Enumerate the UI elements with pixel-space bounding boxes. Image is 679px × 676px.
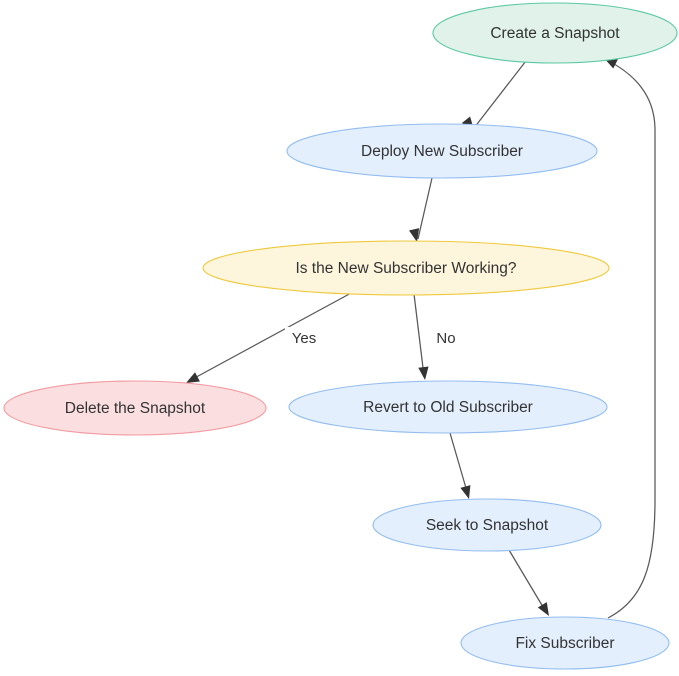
edge-line bbox=[417, 177, 433, 240]
flow-node-seek-to-snapshot[interactable]: Seek to Snapshot bbox=[372, 498, 602, 552]
edge-label-yes: Yes bbox=[292, 330, 316, 347]
edge-line bbox=[449, 432, 469, 496]
node-label-deploy-new-subscriber: Deploy New Subscriber bbox=[361, 143, 523, 160]
node-label-is-working: Is the New Subscriber Working? bbox=[295, 260, 516, 277]
node-shape-ellipse[interactable] bbox=[372, 498, 602, 552]
arrowhead-icon bbox=[186, 372, 200, 383]
edge-label-backdrop bbox=[427, 327, 465, 349]
node-shape-ellipse[interactable] bbox=[202, 240, 610, 296]
edges-layer bbox=[186, 56, 656, 619]
node-shape-ellipse[interactable] bbox=[432, 2, 678, 64]
edge-line bbox=[473, 56, 530, 129]
arrowhead-icon bbox=[537, 602, 549, 616]
flow-edge-is-working-to-revert-old-subscriber bbox=[413, 293, 429, 380]
node-label-delete-snapshot: Delete the Snapshot bbox=[65, 400, 206, 417]
node-shape-ellipse[interactable] bbox=[288, 380, 608, 434]
node-label-fix-subscriber: Fix Subscriber bbox=[515, 635, 614, 652]
flow-node-revert-old-subscriber[interactable]: Revert to Old Subscriber bbox=[288, 380, 608, 434]
flow-edge-revert-old-subscriber-to-seek-to-snapshot bbox=[449, 432, 471, 499]
node-shape-ellipse[interactable] bbox=[286, 123, 598, 179]
flow-edge-create-snapshot-to-deploy-new-subscriber bbox=[461, 56, 530, 130]
flow-edge-fix-subscriber-to-create-snapshot bbox=[604, 58, 656, 619]
edge-line bbox=[508, 549, 547, 613]
flow-edge-deploy-new-subscriber-to-is-working bbox=[409, 177, 433, 242]
flow-node-fix-subscriber[interactable]: Fix Subscriber bbox=[460, 616, 670, 670]
edge-line bbox=[188, 291, 354, 382]
node-shape-ellipse[interactable] bbox=[460, 616, 670, 670]
arrowhead-icon bbox=[409, 228, 420, 242]
node-label-create-snapshot: Create a Snapshot bbox=[490, 25, 620, 42]
flow-node-is-working[interactable]: Is the New Subscriber Working? bbox=[202, 240, 610, 296]
flow-node-create-snapshot[interactable]: Create a Snapshot bbox=[432, 2, 678, 64]
edge-label-backdrop bbox=[285, 327, 323, 349]
node-label-seek-to-snapshot: Seek to Snapshot bbox=[426, 517, 549, 534]
node-shape-ellipse[interactable] bbox=[3, 380, 267, 436]
flow-node-delete-snapshot[interactable]: Delete the Snapshot bbox=[3, 380, 267, 436]
flow-edge-seek-to-snapshot-to-fix-subscriber bbox=[508, 549, 549, 616]
flow-node-deploy-new-subscriber[interactable]: Deploy New Subscriber bbox=[286, 123, 598, 179]
edge-line bbox=[606, 59, 656, 619]
edge-label-no: No bbox=[436, 330, 455, 347]
flow-edge-is-working-to-delete-snapshot bbox=[186, 291, 354, 383]
arrowhead-icon bbox=[460, 485, 471, 499]
arrowhead-icon bbox=[418, 366, 429, 380]
node-label-revert-old-subscriber: Revert to Old Subscriber bbox=[363, 399, 533, 416]
edge-line bbox=[413, 293, 425, 377]
edge-labels-layer: Yes No bbox=[285, 327, 465, 349]
